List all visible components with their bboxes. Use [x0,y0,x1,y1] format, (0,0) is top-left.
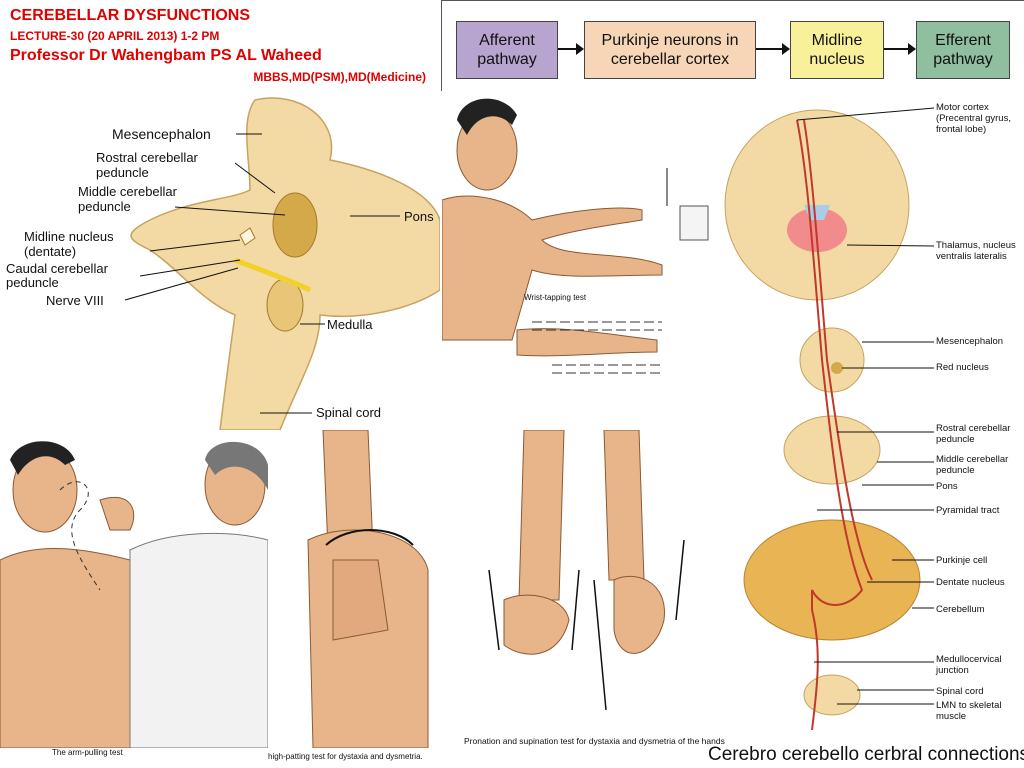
forearm-left-shape [518,429,565,601]
brainstem-illustration: Mesencephalon Rostral cerebellar peduncl… [0,90,441,431]
conn-label-medullocervical: Medullocervical junction [936,654,1002,676]
pronation-drawing [488,429,685,711]
flow-box-midline-label: Midline nucleus [809,32,865,68]
leader-midline [149,239,241,252]
pronation-illustration: Pronation and supination test for dystax… [444,429,725,768]
flow-box-efferent: Efferent pathway [916,21,1010,79]
leader-nerve [124,267,239,301]
red-nucleus-shape [831,362,843,374]
conn-label-rostral: Rostral cerebellar peduncle [936,423,1011,445]
cerebellum-shape [743,519,921,641]
conn-label-spinal: Spinal cord [936,686,984,697]
conn-label-mesencephalon: Mesencephalon [936,336,1004,347]
wrist-tapping-illustration: Wrist-tapping test [441,90,712,430]
lead-motor [796,107,935,121]
label-nerve: Nerve VIII [46,293,104,308]
midline-peduncle-shape [272,192,318,258]
rotation-arrow [325,529,414,546]
connections-diagram: Motor cortex (Precentral gyrus, frontal … [708,90,1024,768]
tapping-device-shape [679,205,709,241]
patient-body-shape [0,547,131,749]
lead-thalamus [846,244,935,247]
flow-box-purkinje: Purkinje neurons in cerebellar cortex [584,21,756,79]
label-spinal-cord: Spinal cord [316,405,382,420]
label-pons: Pons [404,209,434,224]
flow-arrow-2 [756,43,790,55]
leader-rostral [234,162,276,194]
fist-shape [99,496,135,531]
flow-box-afferent: Afferent pathway [456,21,558,79]
label-caudal: Caudal cerebellar peduncle [6,261,108,290]
wrist-tapping-drawing [441,98,709,374]
brainstem-shape [130,97,441,431]
hand-left-shape [503,594,570,655]
doctor-hair-shape [205,441,268,490]
label-middle: Middle cerebellar peduncle [78,184,177,214]
conn-label-middle: Middle cerebellar peduncle [936,454,1009,476]
patient-hair-shape [457,98,517,135]
label-midline: Midline nucleus (dentate) [24,229,114,259]
flow-box-efferent-label: Efferent pathway [933,32,993,68]
forearm-shape [516,328,658,357]
pronation-caption: Pronation and supination test for dystax… [464,736,725,746]
conn-label-lmn: LMN to skeletal muscle [936,700,1002,722]
professor-name: Professor Dr Wahengbam PS AL Waheed [10,47,322,64]
wrist-tapping-caption: Wrist-tapping test [524,293,587,302]
dentate-shape [239,227,256,246]
slide-title: CEREBELLAR DYSFUNCTIONS [10,7,251,24]
lecture-info: LECTURE-30 (20 APRIL 2013) 1-2 PM [10,29,220,43]
label-rostral: Rostral cerebellar peduncle [96,150,198,180]
conn-label-red-nucleus: Red nucleus [936,362,989,373]
patient-hair-shape-2 [10,441,75,475]
nerve-viii-shape [234,257,312,293]
motion-arrows [488,539,685,711]
leader-caudal [139,259,241,277]
doctor-coat-shape [129,532,269,749]
spinal-cord-shape [803,674,861,716]
arm-pulling-caption: The arm-pulling test [52,748,123,757]
flow-arrow-1 [558,43,584,55]
conn-label-dentate: Dentate nucleus [936,577,1005,588]
pathway-line-2 [803,119,873,581]
conn-label-pons: Pons [936,481,958,492]
pathway-flowchart: Afferent pathway Purkinje neurons in cer… [441,0,1024,91]
flow-box-purkinje-label: Purkinje neurons in cerebellar cortex [601,32,739,68]
arm-pull-path [59,481,101,591]
connections-caption: Cerebro cerebello cerbral connections [708,744,1024,765]
arm-pulling-illustration: The arm-pulling test [0,430,269,768]
hand-shape [332,559,389,641]
brainstem-drawing [124,97,441,431]
connections-drawing [724,107,935,731]
hand-right-shape [613,575,665,654]
conn-label-thalamus: Thalamus, nucleus ventralis lateralis [936,240,1016,262]
flow-box-afferent-label: Afferent pathway [477,32,537,68]
leader-middle [174,206,286,216]
thigh-patting-drawing [307,429,429,749]
flow-arrow-3 [884,43,916,55]
flow-box-midline: Midline nucleus [790,21,884,79]
conn-label-purkinje: Purkinje cell [936,555,988,566]
label-mesencephalon: Mesencephalon [112,126,211,142]
conn-label-pyramidal: Pyramidal tract [936,505,1000,516]
pathway-line-1 [796,119,864,731]
label-medulla: Medulla [327,317,373,332]
patient-arms-shape [441,195,663,341]
mesencephalon-shape [799,327,865,393]
forearm-right-shape [603,429,645,581]
thigh-patting-caption: high-patting test for dystaxia and dysme… [268,752,423,761]
professor-degrees: MBBS,MD(PSM),MD(Medicine) [253,70,426,84]
thigh-patting-illustration: high-patting test for dystaxia and dysme… [268,429,444,768]
conn-label-cerebellum: Cerebellum [936,604,985,615]
motion-lines [532,321,662,374]
conn-label-motor-cortex: Motor cortex (Precentral gyrus, frontal … [936,102,1011,135]
title-block: CEREBELLAR DYSFUNCTIONS LECTURE-30 (20 A… [10,6,440,85]
arm-pulling-drawing [0,441,269,749]
